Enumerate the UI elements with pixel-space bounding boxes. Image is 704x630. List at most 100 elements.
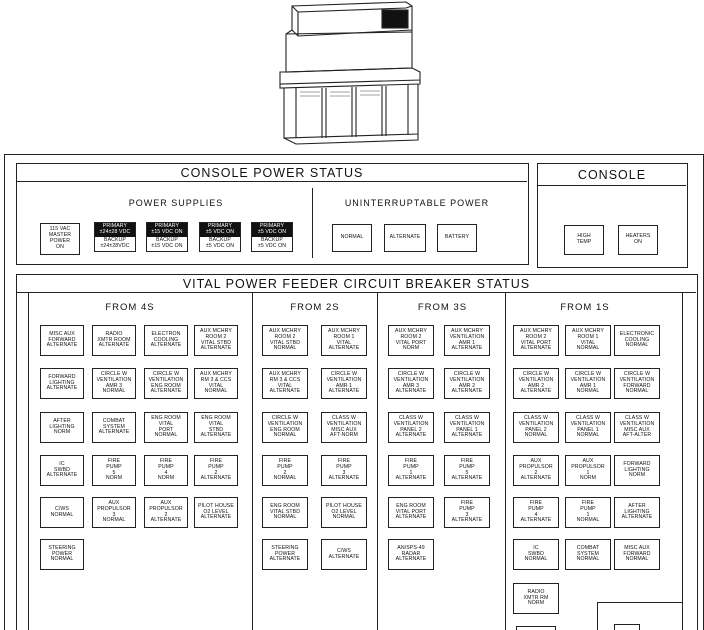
- supply-24-28-vdc-indicator[interactable]: PRIMARY ±24±28 VDC BACKUP ±24±28VDC: [94, 222, 136, 252]
- breaker-indicator[interactable]: CIRCLE W VENTILATION AMR 1 NORMAL: [565, 368, 611, 399]
- breaker-indicator[interactable]: AUX MCHRY ROOM 2 VITAL PORT ALTERNATE: [513, 325, 559, 356]
- vital-status-panel: VITAL POWER FEEDER CIRCUIT BREAKER STATU…: [16, 274, 698, 630]
- breaker-indicator[interactable]: PILOT HOUSE O2 LEVEL NORMAL: [321, 497, 367, 528]
- breaker-indicator[interactable]: CLASS W VENTILATION PANEL 2 ALTERNATE: [388, 412, 434, 443]
- breaker-indicator[interactable]: CLASS W VENTILATION PANEL 2 NORMAL: [513, 412, 559, 443]
- breaker-indicator[interactable]: CIRCLE W VENTILATION AMR 3 ALTERNATE: [388, 368, 434, 399]
- breaker-indicator[interactable]: CIRCLE W VENTILATION ENG ROOM ALTERNATE: [144, 368, 188, 399]
- breaker-indicator[interactable]: IC SWBD NORMAL: [513, 539, 559, 570]
- breaker-indicator[interactable]: CLASS W VENTILATION PANEL 1 ALTERNATE: [444, 412, 490, 443]
- backup-label: BACKUP ±5 VDC ON: [252, 237, 292, 251]
- breaker-indicator[interactable]: FIRE PUMP 5 ALTERNATE: [444, 455, 490, 486]
- breaker-indicator[interactable]: FIRE PUMP 1 ALTERNATE: [388, 455, 434, 486]
- breaker-indicator[interactable]: FIRE PUMP 2 NORMAL: [262, 455, 308, 486]
- master-power-indicator[interactable]: 115 VAC MASTER POWER ON: [40, 223, 80, 255]
- breaker-indicator[interactable]: STEERING POWER ALTERNATE: [262, 539, 308, 570]
- group-border-left: [28, 293, 30, 630]
- partial-indicator: [516, 626, 556, 630]
- breaker-indicator[interactable]: ENG ROOM VITAL PORT ALTERNATE: [388, 497, 434, 528]
- primary-label: PRIMARY ±24±28 VDC: [95, 223, 135, 237]
- breaker-indicator[interactable]: AUX MCHRY RM 3 & CCS VITAL NORMAL: [194, 368, 238, 399]
- ups-battery-button[interactable]: BATTERY: [437, 224, 477, 252]
- console-power-status-panel: CONSOLE POWER STATUS POWER SUPPLIES UNIN…: [16, 163, 529, 265]
- ups-alternate-button[interactable]: ALTERNATE: [384, 224, 426, 252]
- supply-15-vdc-indicator[interactable]: PRIMARY ±15 VDC ON BACKUP ±15 VDC ON: [146, 222, 188, 252]
- breaker-indicator[interactable]: C/WS ALTERNATE: [321, 539, 367, 570]
- breaker-indicator[interactable]: FORWARD LIGHTING ALTERNATE: [40, 368, 84, 399]
- breaker-indicator[interactable]: CIRCLE W VENTILATION AMR 2 ALTERNATE: [513, 368, 559, 399]
- breaker-indicator[interactable]: FIRE PUMP 3 ALTERNATE: [321, 455, 367, 486]
- breaker-indicator[interactable]: COMBAT SYSTEM ALTERNATE: [92, 412, 136, 443]
- section-divider: [312, 188, 314, 258]
- breaker-indicator[interactable]: COMBAT SYSTEM NORMAL: [565, 539, 611, 570]
- breaker-indicator[interactable]: FORWARD LIGHTING NORM: [614, 455, 660, 486]
- breaker-indicator[interactable]: AUX PROPULSOR 1 NORM: [565, 455, 611, 486]
- group-header-from-2s: FROM 2S: [290, 302, 340, 313]
- breaker-indicator[interactable]: CLASS W VENTILATION MISC AUX AFT-ALTER: [614, 412, 660, 443]
- primary-label: PRIMARY ±15 VDC ON: [147, 223, 187, 237]
- breaker-indicator[interactable]: AUX MCHRY ROOM 2 VITAL PORT NORM: [388, 325, 434, 356]
- breaker-indicator[interactable]: AUX MCHRY VENTILATION AMR 1 ALTERNATE: [444, 325, 490, 356]
- high-temp-indicator[interactable]: HIGH TEMP: [564, 225, 604, 255]
- breaker-indicator[interactable]: AUX PROPULSOR 3 NORMAL: [92, 497, 136, 528]
- breaker-indicator[interactable]: AUX MCHRY ROOM 2 VITAL STBD ALTERNATE: [194, 325, 238, 356]
- breaker-indicator[interactable]: FIRE PUMP 2 ALTERNATE: [194, 455, 238, 486]
- breaker-indicator[interactable]: ENG ROOM VITAL STBD NORMAL: [262, 497, 308, 528]
- breaker-indicator[interactable]: CIRCLE W VENTILATION AMR 1 ALTERNATE: [321, 368, 367, 399]
- breaker-indicator[interactable]: MISC AUX FORWARD NORMAL: [614, 539, 660, 570]
- breaker-indicator[interactable]: STEERING POWER NORMAL: [40, 539, 84, 570]
- breaker-indicator[interactable]: AUX MCHRY RM 3 & CCS VITAL ALTERNATE: [262, 368, 308, 399]
- breaker-indicator[interactable]: FIRE PUMP 5 NORM: [92, 455, 136, 486]
- breaker-indicator[interactable]: AUX MCHRY ROOM 2 VITAL STBD NORMAL: [262, 325, 308, 356]
- breaker-indicator[interactable]: CLASS W VENTILATION PANEL 1 NORMAL: [565, 412, 611, 443]
- breaker-indicator[interactable]: CIRCLE W VENTILATION ENG ROOM NORMAL: [262, 412, 308, 443]
- breaker-indicator[interactable]: AUX PROPULSOR 2 ALTERNATE: [144, 497, 188, 528]
- backup-label: BACKUP ±15 VDC ON: [147, 237, 187, 251]
- supply-5-vdc-indicator-a[interactable]: PRIMARY ±5 VDC ON BACKUP ±5 VDC ON: [199, 222, 241, 252]
- breaker-indicator[interactable]: FIRE PUMP 4 NORM: [144, 455, 188, 486]
- power-supplies-header: POWER SUPPLIES: [128, 198, 224, 208]
- console-title: CONSOLE: [577, 168, 647, 182]
- breaker-indicator[interactable]: AUX MCHRY ROOM 1 VITAL NORMAL: [565, 325, 611, 356]
- backup-label: BACKUP ±5 VDC ON: [200, 237, 240, 251]
- group-divider-2: [377, 293, 379, 630]
- breaker-indicator[interactable]: CIRCLE W VENTILATION FORWARD NORMAL: [614, 368, 660, 399]
- primary-label: PRIMARY ±5 VDC ON: [200, 223, 240, 237]
- vital-status-title: VITAL POWER FEEDER CIRCUIT BREAKER STATU…: [182, 277, 531, 291]
- group-border-right: [682, 293, 684, 630]
- panel-edge-line: [597, 602, 599, 630]
- breaker-indicator[interactable]: FIRE PUMP 1 NORMAL: [565, 497, 611, 528]
- console-cabinet-illustration: [279, 1, 421, 145]
- breaker-indicator[interactable]: AFTER LIGHTING ALTERNATE: [614, 497, 660, 528]
- breaker-indicator[interactable]: RADIO XMTR ROOM ALTERNATE: [92, 325, 136, 356]
- breaker-indicator[interactable]: FIRE PUMP 4 ALTERNATE: [513, 497, 559, 528]
- breaker-indicator[interactable]: MISC AUX FORWARD ALTERNATE: [40, 325, 84, 356]
- console-power-status-title: CONSOLE POWER STATUS: [180, 166, 364, 180]
- group-header-from-1s: FROM 1S: [560, 302, 610, 313]
- ups-header: UNINTERRUPTABLE POWER: [344, 198, 490, 208]
- breaker-indicator[interactable]: CLASS W VENTILATION MISC AUX AFT-NORM: [321, 412, 367, 443]
- breaker-indicator[interactable]: ELECTRONIC COOLING NORMAL: [614, 325, 660, 356]
- supply-5-vdc-indicator-b[interactable]: PRIMARY ±5 VDC ON BACKUP ±5 VDC ON: [251, 222, 293, 252]
- breaker-indicator[interactable]: FIRE PUMP 3 ALTERNATE: [444, 497, 490, 528]
- breaker-indicator[interactable]: ELECTRON COOLING ALTERNATE: [144, 325, 188, 356]
- breaker-indicator[interactable]: CIRCLE W VENTILATION AMR 2 ALTERNATE: [444, 368, 490, 399]
- breaker-indicator[interactable]: RADIO XMTR RM NORM: [513, 583, 559, 614]
- heaters-on-indicator[interactable]: HEATERS ON: [618, 225, 658, 255]
- breaker-indicator[interactable]: AFTER LIGHTING NORM: [40, 412, 84, 443]
- breaker-indicator[interactable]: AN/SPS-49 RADAR ALTERNATE: [388, 539, 434, 570]
- panel-edge-line: [597, 602, 682, 604]
- breaker-indicator[interactable]: IC SWBD ALTERNATE: [40, 455, 84, 486]
- primary-label: PRIMARY ±5 VDC ON: [252, 223, 292, 237]
- breaker-indicator[interactable]: CIRCLE W VENTILATION AMR 3 NORMAL: [92, 368, 136, 399]
- backup-label: BACKUP ±24±28VDC: [95, 237, 135, 251]
- breaker-indicator[interactable]: AUX MCHRY ROOM 1 VITAL ALTERNATE: [321, 325, 367, 356]
- breaker-indicator[interactable]: ENG ROOM VITAL PORT NORMAL: [144, 412, 188, 443]
- breaker-indicator[interactable]: AUX PROPULSOR 2 ALTERNATE: [513, 455, 559, 486]
- group-header-from-3s: FROM 3S: [417, 302, 468, 313]
- ups-normal-button[interactable]: NORMAL: [332, 224, 372, 252]
- breaker-indicator[interactable]: C/WS NORMAL: [40, 497, 84, 528]
- group-divider-1: [252, 293, 254, 630]
- breaker-indicator[interactable]: PILOT HOUSE O2 LEVEL ALTERNATE: [194, 497, 238, 528]
- breaker-indicator[interactable]: ENG ROOM VITAL STBD ALTERNATE: [194, 412, 238, 443]
